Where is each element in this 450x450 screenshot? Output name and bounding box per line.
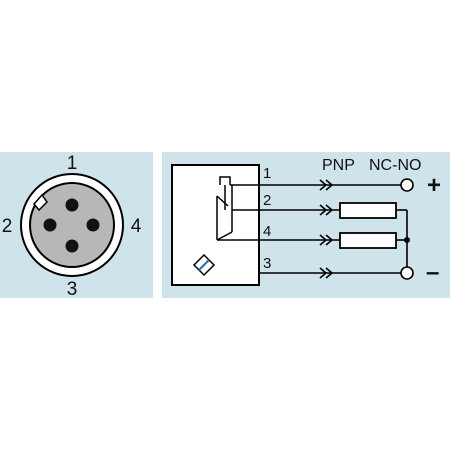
wiring-panel: 1 2 4 3 PNP NC-NO + –	[162, 152, 450, 298]
pin-label-left: 2	[2, 216, 13, 237]
pin-label-top: 1	[67, 153, 78, 174]
contact-type-label: NC-NO	[369, 157, 421, 174]
connector-panel: 1 2 4 3	[0, 152, 153, 300]
wire-label-3: 3	[263, 255, 271, 272]
connector-chevrons-icon	[319, 179, 334, 279]
load-resistor-upper	[339, 202, 397, 219]
sensor-symbol-icon	[192, 253, 216, 277]
output-type-label: PNP	[322, 157, 355, 174]
connector-face-view: 1 2 4 3	[2, 153, 142, 300]
pin-label-bottom: 3	[67, 279, 78, 300]
junction-dot	[404, 237, 410, 243]
wire-label-1: 1	[263, 165, 271, 182]
pin-hole-4	[86, 218, 100, 232]
load-resistor-lower	[339, 232, 397, 249]
wiring-diagram: 1 2 4 3 PNP NC-NO + –	[171, 157, 441, 286]
negative-sign: –	[426, 259, 439, 286]
sensor-housing	[171, 164, 260, 286]
pin-hole-3	[65, 239, 79, 253]
connector-key-notch	[33, 193, 48, 212]
pin-hole-1	[65, 198, 79, 212]
terminal-positive	[400, 178, 414, 192]
wire-label-2: 2	[263, 192, 271, 209]
terminal-negative	[400, 266, 414, 280]
pin-label-right: 4	[131, 216, 142, 237]
pin-hole-2	[43, 218, 57, 232]
positive-sign: +	[427, 172, 441, 199]
switch-contact-icon	[216, 176, 233, 241]
connector-body	[29, 182, 115, 268]
wire-label-4: 4	[263, 223, 271, 240]
